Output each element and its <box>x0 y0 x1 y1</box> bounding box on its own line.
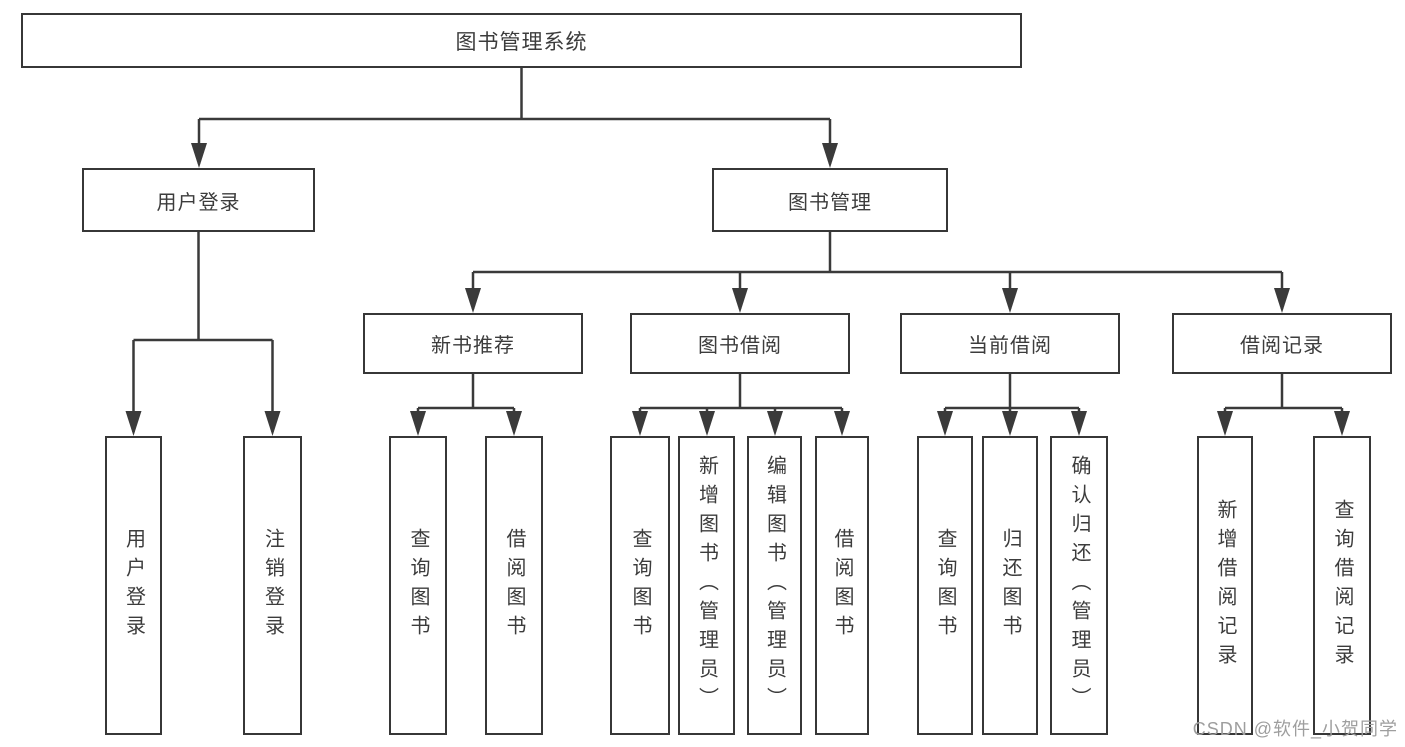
leaf-logout: 注销登录 <box>243 436 302 735</box>
node-label: 查询图书 <box>629 527 651 644</box>
leaf-query-books-current: 查询图书 <box>917 436 973 735</box>
arrowhead-icon <box>732 288 748 313</box>
node-label: 当前借阅 <box>968 335 1052 357</box>
arrowhead-icon <box>1274 288 1290 313</box>
arrowhead-icon <box>699 411 715 436</box>
node-label: 图书管理系统 <box>455 30 588 54</box>
node-label: 归还图书 <box>999 527 1021 644</box>
arrowhead-icon <box>264 411 281 436</box>
arrowhead-icon <box>1002 411 1018 436</box>
node-book-management: 图书管理 <box>712 168 948 232</box>
leaf-borrow-books: 借阅图书 <box>815 436 869 735</box>
arrowhead-icon <box>1334 411 1350 436</box>
arrowhead-icon <box>125 411 142 436</box>
node-label: 查询图书 <box>407 527 429 644</box>
leaf-confirm-return-admin: 确认归还（管理员） <box>1050 436 1108 735</box>
leaf-query-borrow-record: 查询借阅记录 <box>1313 436 1371 735</box>
arrowhead-icon <box>632 411 648 436</box>
arrowhead-icon <box>937 411 953 436</box>
arrowhead-icon <box>767 411 783 436</box>
leaf-query-books-borrow: 查询图书 <box>610 436 670 735</box>
node-label: 确认归还（管理员） <box>1068 455 1090 716</box>
arrowhead-icon <box>191 143 207 168</box>
node-label: 注销登录 <box>261 527 284 644</box>
node-label: 用户登录 <box>156 191 241 214</box>
node-label: 图书借阅 <box>698 335 782 357</box>
arrowhead-icon <box>822 143 838 168</box>
arrowhead-icon <box>506 411 522 436</box>
node-label: 借阅图书 <box>831 527 853 644</box>
node-label: 借阅图书 <box>503 527 525 644</box>
arrowheads <box>125 143 1350 436</box>
arrowhead-icon <box>1217 411 1233 436</box>
node-label: 新增借阅记录 <box>1214 498 1236 673</box>
node-label: 编辑图书（管理员） <box>763 455 786 716</box>
arrowhead-icon <box>834 411 850 436</box>
arrowhead-icon <box>1071 411 1087 436</box>
arrowhead-icon <box>1002 288 1018 313</box>
node-label: 查询图书 <box>934 527 956 644</box>
node-label: 图书管理 <box>788 191 872 214</box>
leaf-edit-books-admin: 编辑图书（管理员） <box>747 436 802 735</box>
node-library-system: 图书管理系统 <box>21 13 1022 68</box>
node-label: 新书推荐 <box>431 335 515 357</box>
node-label: 新增图书（管理员） <box>695 455 718 716</box>
node-current-borrowing: 当前借阅 <box>900 313 1120 374</box>
leaf-add-borrow-record: 新增借阅记录 <box>1197 436 1253 735</box>
node-label: 查询借阅记录 <box>1331 498 1353 673</box>
node-user-login: 用户登录 <box>82 168 315 232</box>
node-label: 用户登录 <box>122 527 145 644</box>
connector-path <box>132 68 1344 432</box>
arrowhead-icon <box>410 411 426 436</box>
leaf-borrow-books-recommend: 借阅图书 <box>485 436 543 735</box>
node-new-book-recommendation: 新书推荐 <box>363 313 583 374</box>
leaf-add-books-admin: 新增图书（管理员） <box>678 436 735 735</box>
node-label: 借阅记录 <box>1240 335 1324 357</box>
arrowhead-icon <box>465 288 481 313</box>
leaf-user-login: 用户登录 <box>105 436 162 735</box>
node-borrowing-records: 借阅记录 <box>1172 313 1392 374</box>
leaf-query-books-recommend: 查询图书 <box>389 436 447 735</box>
node-book-borrowing: 图书借阅 <box>630 313 850 374</box>
leaf-return-books: 归还图书 <box>982 436 1038 735</box>
csdn-watermark: CSDN @软件_小贺同学 <box>1192 719 1398 739</box>
